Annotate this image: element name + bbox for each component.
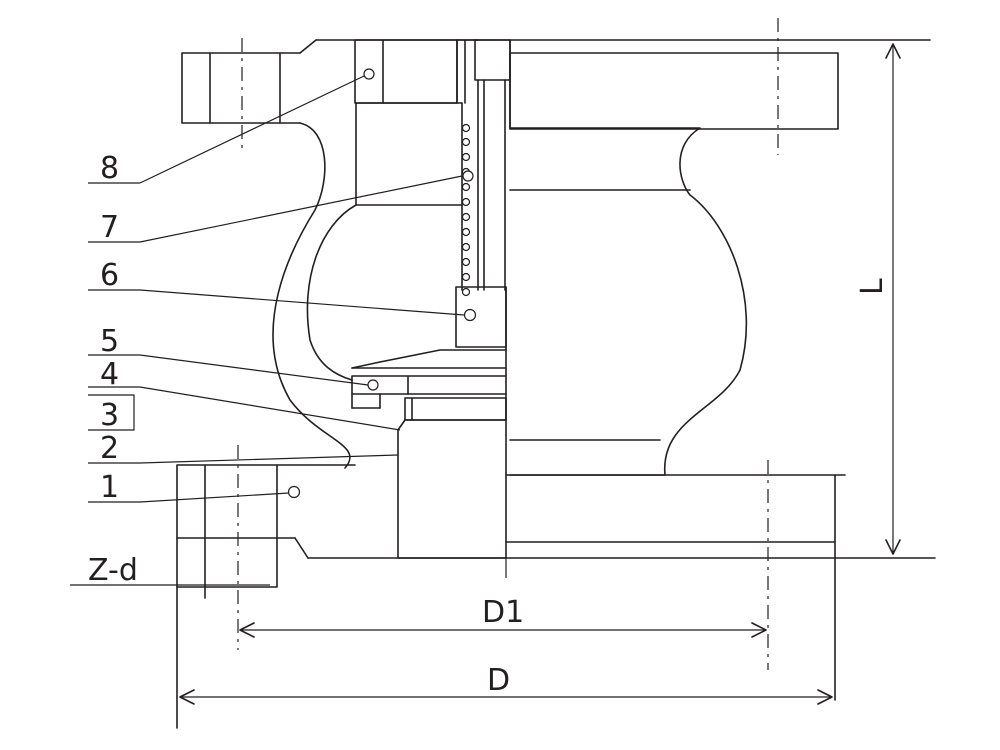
- spring: [461, 79, 506, 297]
- dimension-l-label: L: [855, 278, 890, 295]
- dimension-d1: [239, 622, 767, 638]
- part-label-3: 3: [100, 398, 119, 433]
- bottom-body: [397, 419, 507, 559]
- top-left-body: [181, 38, 511, 291]
- part-label-z-d: Z-d: [88, 553, 138, 588]
- leaders: [70, 68, 477, 586]
- part-label-6: 6: [100, 258, 119, 293]
- bottom-flange: [176, 445, 936, 729]
- part-label-5: 5: [100, 324, 119, 359]
- part-label-8: 8: [100, 151, 119, 186]
- disc-block: [455, 286, 507, 421]
- part-label-4: 4: [100, 357, 119, 392]
- dimension-d: [179, 689, 833, 705]
- body-curves: [272, 122, 748, 476]
- part-label-7: 7: [100, 210, 119, 245]
- part-label-2: 2: [100, 431, 119, 466]
- seat-plates: [351, 349, 507, 421]
- dimension-d1-label: D1: [482, 595, 524, 630]
- top-flange: [315, 18, 931, 155]
- part-label-1: 1: [100, 470, 119, 505]
- dimension-d-label: D: [487, 663, 510, 698]
- dimension-length: [885, 43, 901, 555]
